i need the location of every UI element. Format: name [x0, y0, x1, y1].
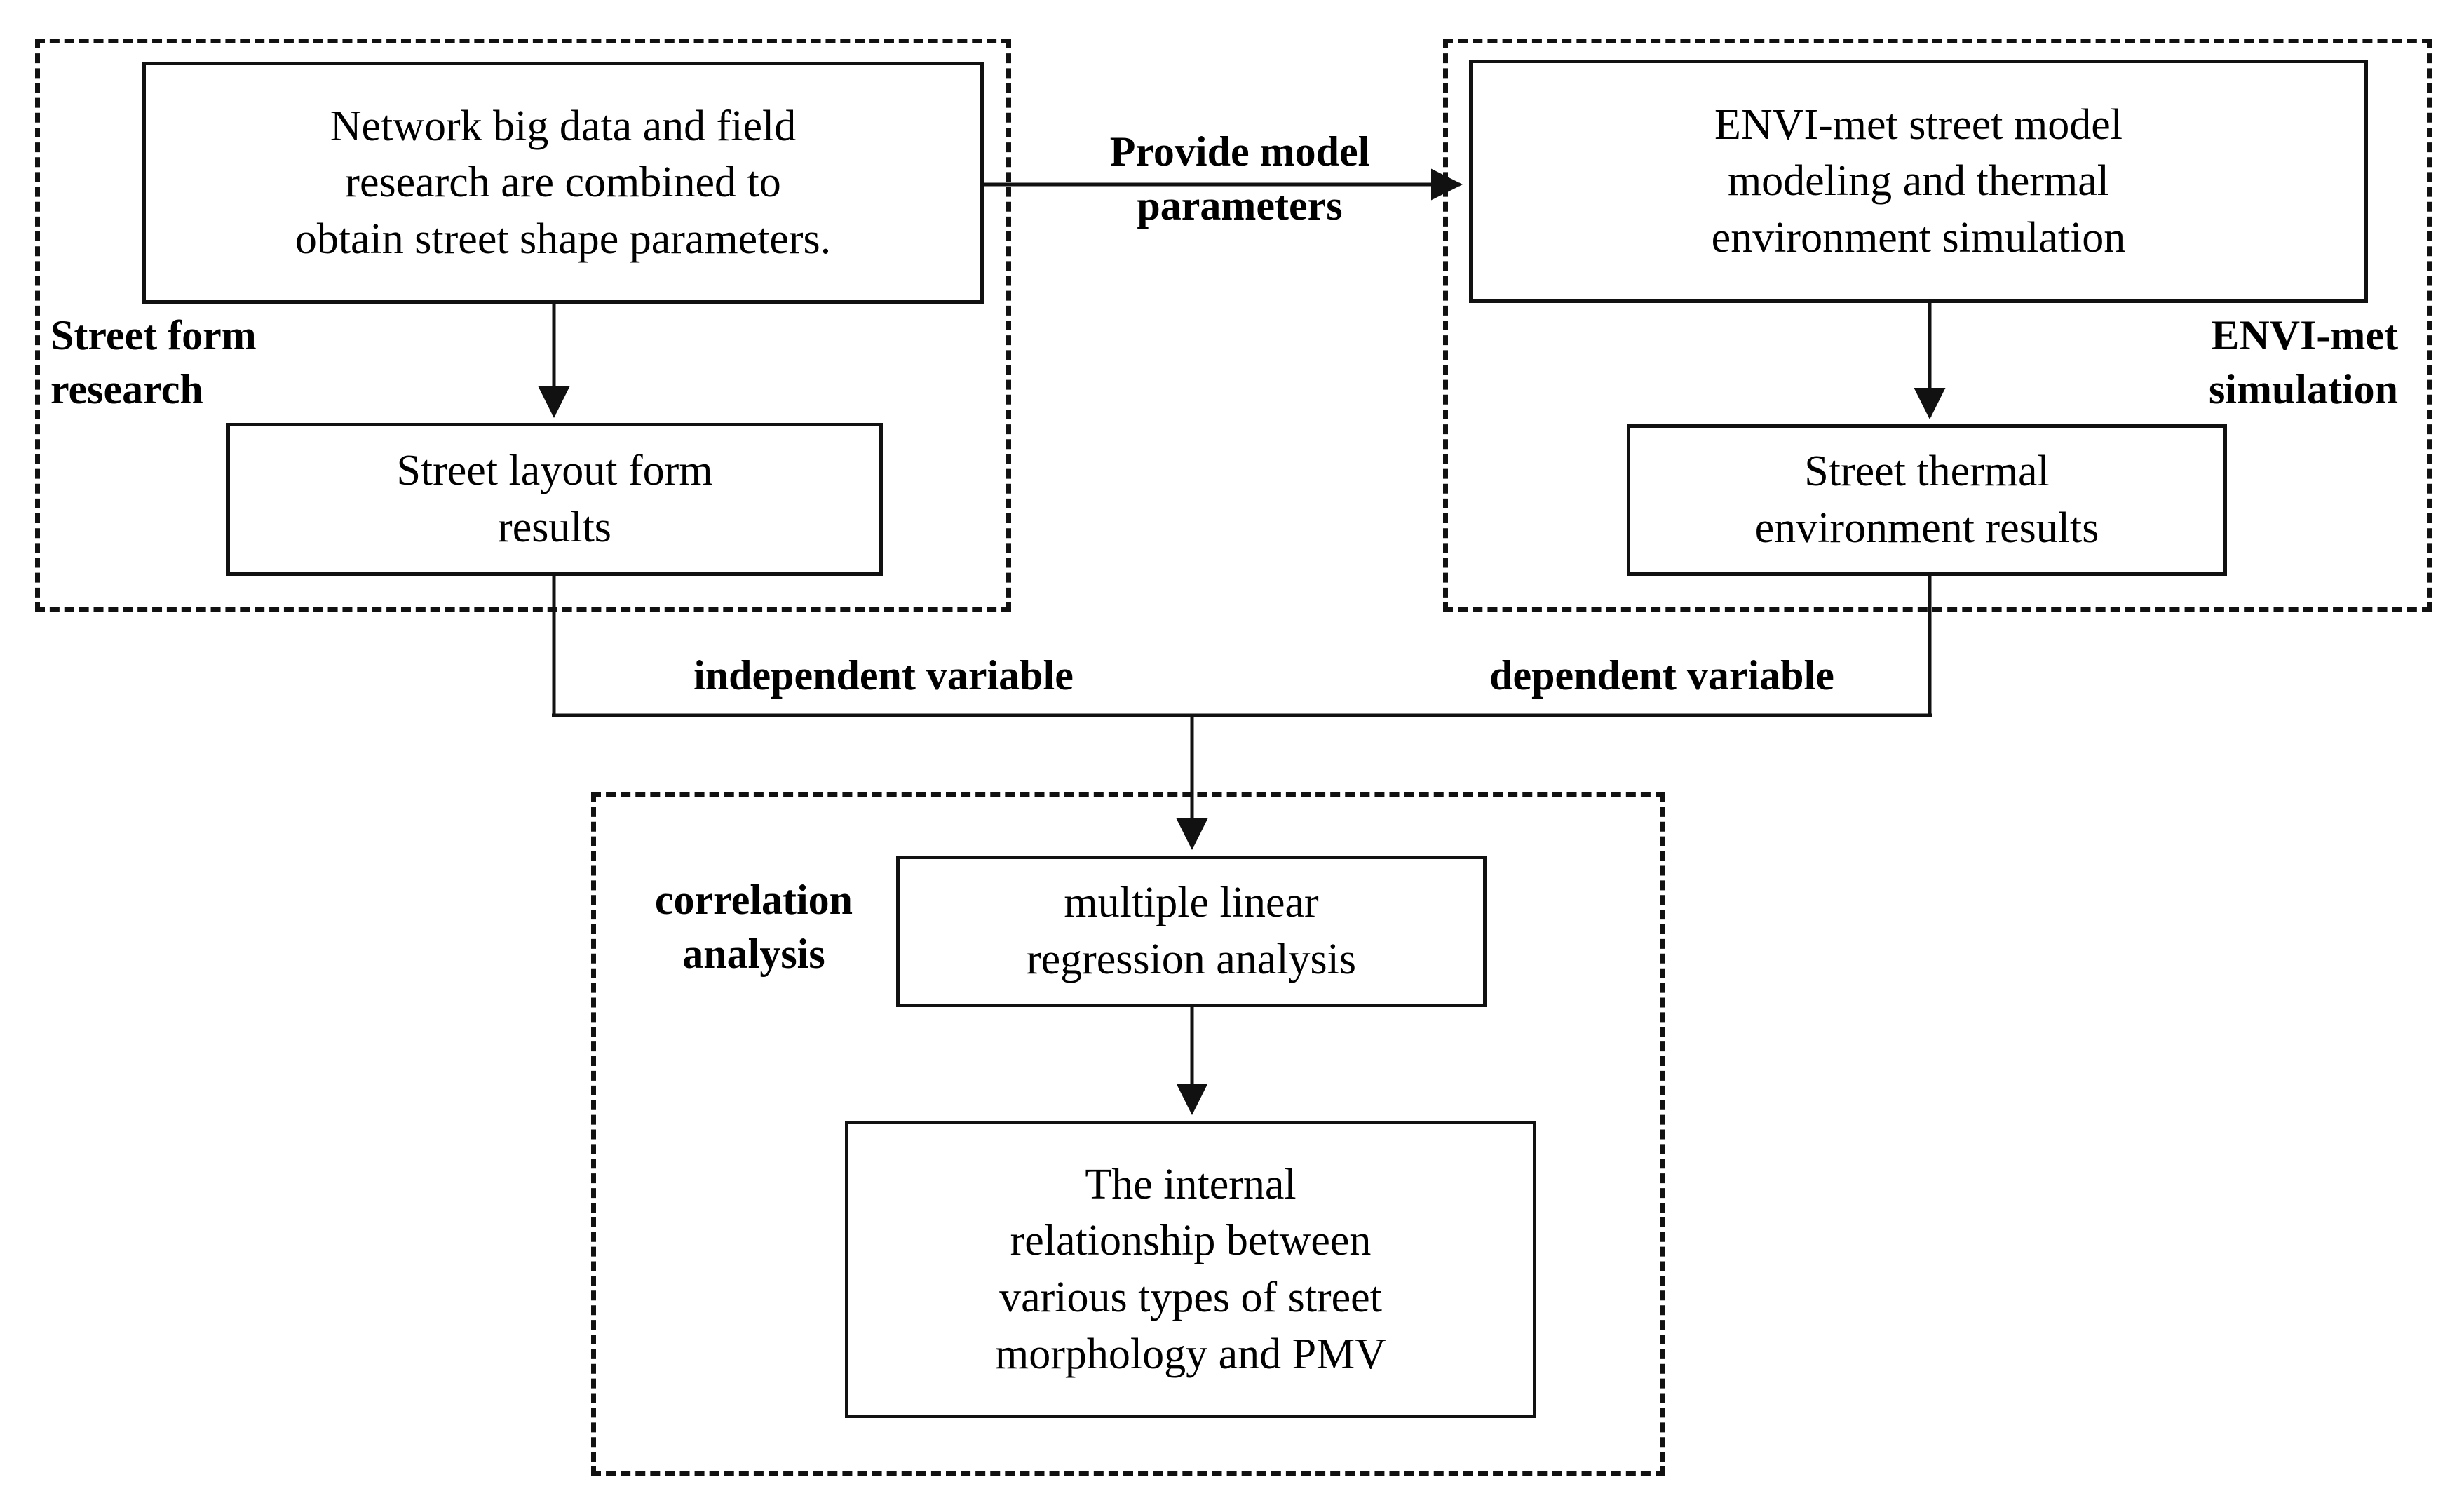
node-internal-relationship[interactable]: The internal relationship between variou… — [845, 1121, 1536, 1418]
node-multiple-linear-regression-text: multiple linear regression analysis — [1026, 879, 1357, 983]
edge-label-independent-variable: independent variable — [693, 652, 1074, 699]
edge-label-dependent-variable: dependent variable — [1489, 652, 1834, 699]
node-street-thermal-environment-results[interactable]: Street thermal environment results — [1627, 424, 2227, 576]
group-correlation-analysis — [591, 792, 1665, 1476]
group-label-envi-met-simulation: ENVI-met simulation — [2208, 312, 2398, 412]
node-envi-met-street-model[interactable]: ENVI-met street model modeling and therm… — [1469, 60, 2368, 303]
group-label-correlation-analysis: correlation analysis — [654, 877, 853, 977]
node-envi-met-street-model-text: ENVI-met street model modeling and therm… — [1711, 100, 2126, 262]
node-street-layout-form-results-text: Street layout form results — [396, 447, 713, 551]
edge-label-provide-model-parameters: Provide model parameters — [1109, 128, 1370, 229]
node-network-big-data-text: Network big data and field research are … — [295, 102, 832, 263]
node-network-big-data[interactable]: Network big data and field research are … — [142, 62, 984, 304]
node-street-thermal-environment-results-text: Street thermal environment results — [1754, 447, 2099, 552]
group-street-form-research — [35, 39, 1011, 612]
node-multiple-linear-regression[interactable]: multiple linear regression analysis — [896, 856, 1487, 1007]
group-label-street-form-research: Street form research — [50, 312, 257, 412]
group-envi-met-simulation — [1443, 39, 2432, 612]
node-internal-relationship-text: The internal relationship between variou… — [995, 1160, 1386, 1378]
node-street-layout-form-results[interactable]: Street layout form results — [226, 423, 883, 576]
